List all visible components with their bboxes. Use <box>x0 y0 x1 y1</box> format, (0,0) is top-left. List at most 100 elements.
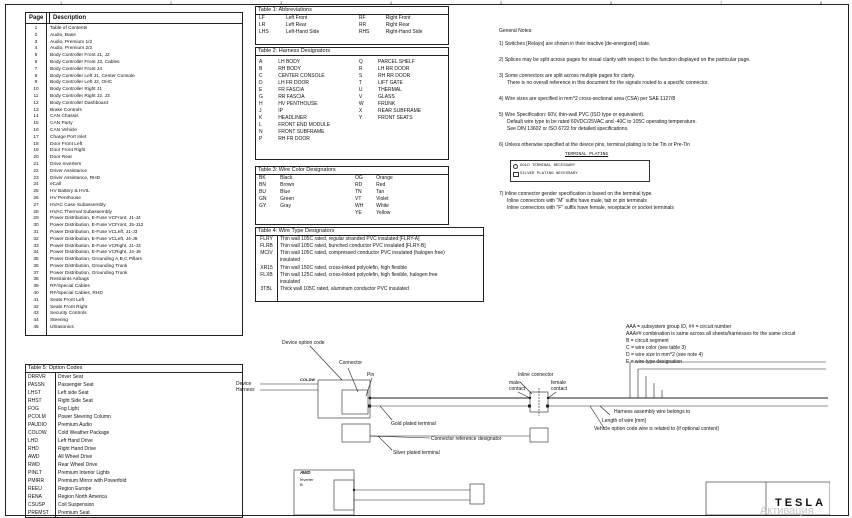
wire-type-description: Thin wall 105C rated, bunched conductor … <box>280 243 426 250</box>
code-cell: S <box>358 73 363 79</box>
example-wiring-diagram <box>260 345 830 515</box>
option-code: RHST <box>28 398 42 404</box>
option-code: LHST <box>28 390 41 396</box>
meaning-cell: THERMAL <box>378 87 402 93</box>
awd-code: AWD <box>300 470 311 475</box>
page-description: Power Distribution, Grounding A,B,C Pill… <box>50 257 142 263</box>
page-description: Audio, Premium 2/2 <box>50 46 93 52</box>
meaning-cell: LH RR DOOR <box>378 66 410 72</box>
code-cell: X <box>358 108 363 114</box>
code-cell: BU <box>259 189 266 195</box>
page-number: 12 <box>33 100 39 106</box>
code-cell: RR <box>358 22 367 28</box>
wire-type-code: FLRY <box>260 236 273 242</box>
page-header: Page <box>26 13 50 23</box>
code-cell <box>356 136 375 143</box>
assembly-wire-label: Harness assembly wire belongs to <box>614 409 691 415</box>
code-cell: E <box>259 87 263 93</box>
option-code: PAUDIO <box>28 422 47 428</box>
wire-type-description: Thin wall 105C rated, compressed conduct… <box>280 250 445 264</box>
meaning-cell: Black <box>280 175 293 181</box>
notes-title: General Notes: <box>499 28 533 34</box>
note-5a: 5) Wire Specification: 60V, thin-wall PV… <box>499 112 645 118</box>
page-number: 4 <box>34 46 38 52</box>
meaning-cell: Tan <box>376 189 385 195</box>
option-code: PREMST <box>28 510 49 516</box>
wire-color-title: Table 3: Wire Color Designators <box>256 167 448 175</box>
page-number: 41 <box>33 297 39 303</box>
note-1: 1) Switches [Relays] are shown in their … <box>499 41 651 47</box>
meaning-cell: Green <box>280 196 295 202</box>
silver-marker-icon <box>513 172 519 177</box>
option-code: AWD <box>28 454 40 460</box>
inverter-designator: B <box>300 482 303 487</box>
wire-type-description: Thick wall 105C rated, aluminum conducto… <box>280 286 409 293</box>
code-cell: H <box>259 101 263 107</box>
pin-label: Pin <box>367 372 375 378</box>
code-cell: J <box>259 108 262 114</box>
page-description: Door Rear <box>50 155 73 161</box>
meaning-cell: PARCEL SHELF <box>378 59 415 65</box>
meaning-cell: LH FR DOOR <box>278 80 310 86</box>
note-6: 6) Unless otherwise specified at the dev… <box>499 142 691 148</box>
page-index-row: 20 Door Rear <box>26 155 242 162</box>
code-cell: OG <box>354 175 363 181</box>
option-description: Premium Audio <box>58 422 92 428</box>
page-index-row: 41 Seats Front Left <box>26 298 242 305</box>
meaning-cell: Left Front <box>285 15 308 21</box>
meaning-cell: GLASS <box>378 94 395 100</box>
page-number: 17 <box>33 134 39 140</box>
page-number: 14 <box>33 114 39 120</box>
code-cell: RD <box>354 182 363 188</box>
page-number: 33 <box>33 243 39 249</box>
page-number: 38 <box>33 277 39 283</box>
page-number: 39 <box>33 284 39 290</box>
page-index-row: 4 Audio, Premium 2/2 <box>26 46 242 53</box>
page-description: Body Controller Front J4 <box>50 66 102 72</box>
note-7c: Inline connectors with "F" suffix have f… <box>507 205 674 211</box>
page-description: HVAC Thermal Subassembly <box>50 209 112 215</box>
option-description: Left Hand Drive <box>58 438 93 444</box>
page-number: 23 <box>33 175 39 181</box>
page-description: Charge Port Inlet <box>50 134 87 140</box>
meaning-cell: Blue <box>280 189 291 195</box>
plating-silver: SILVER PLATING NECESSARY <box>520 172 578 176</box>
meaning-cell: Gray <box>280 203 291 209</box>
page-number: 7 <box>34 66 38 72</box>
page-description: Body Controller Front J3, Cables <box>50 59 120 65</box>
meaning-cell: FRONT SEATS <box>378 115 413 121</box>
wire-type-code: XR15 <box>260 264 273 271</box>
activation-watermark: Активация <box>760 505 814 517</box>
code-cell: LF <box>259 15 265 21</box>
connector-label: Connector <box>339 360 363 366</box>
page-description: Power Distribution, Grounding Trunk <box>50 270 128 276</box>
code-cell: YE <box>354 210 362 216</box>
page-number: 20 <box>33 155 39 161</box>
option-code: PINLT <box>28 470 42 476</box>
page-description: Seats Front Left <box>50 297 85 303</box>
page-description: CAN Party <box>50 121 73 127</box>
